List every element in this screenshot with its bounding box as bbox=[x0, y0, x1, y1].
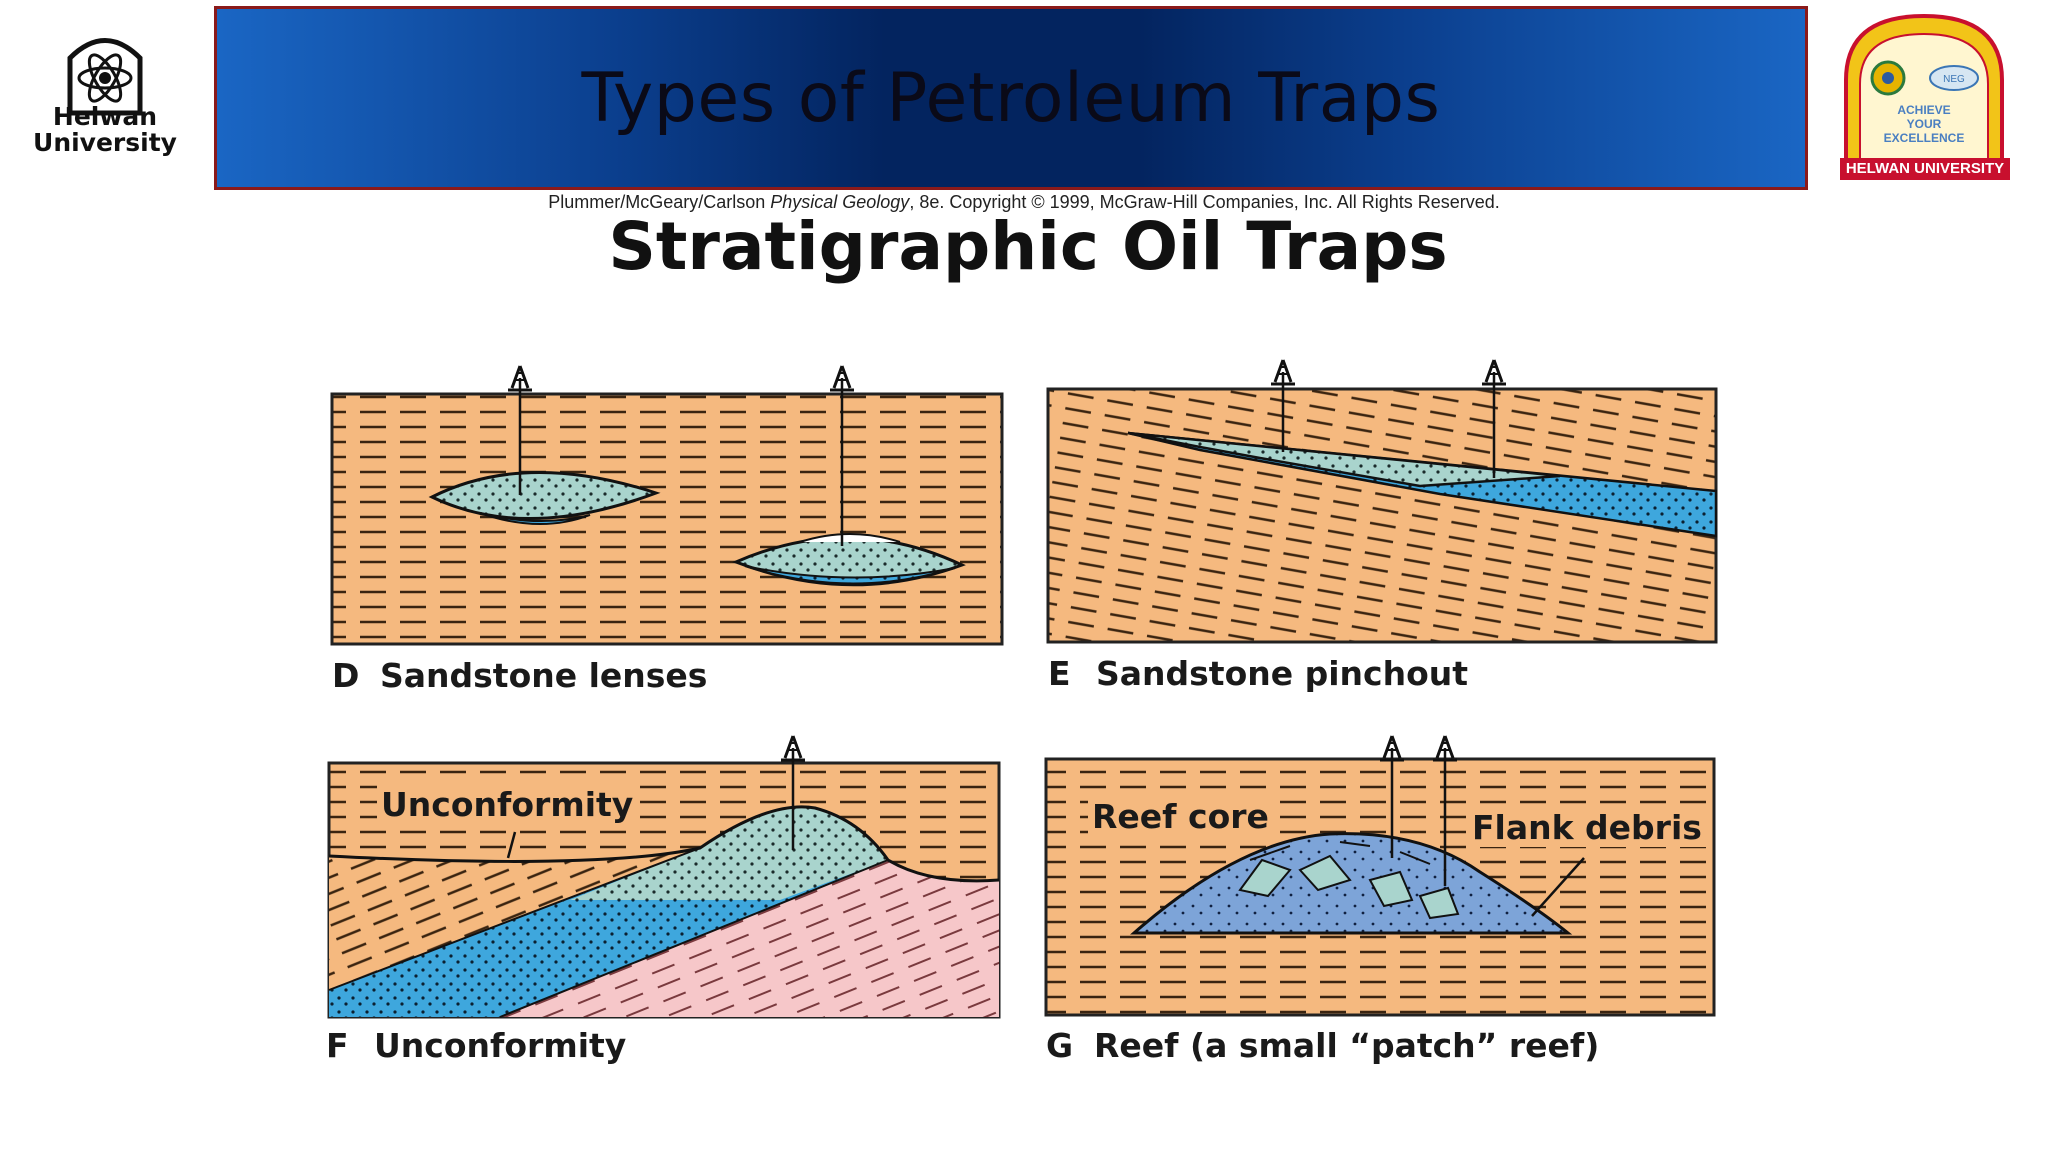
copyright-book-title: Physical Geology bbox=[770, 192, 910, 212]
panel-title: Sandstone pinchout bbox=[1096, 654, 1469, 693]
helwan-university-logo bbox=[67, 38, 143, 116]
panel-letter: F bbox=[326, 1026, 349, 1065]
panel-g-label: G Reef (a small “patch” reef) bbox=[1046, 1026, 1599, 1065]
reef-mound bbox=[1130, 832, 1573, 935]
panel-letter: D bbox=[332, 656, 360, 695]
helwan-university-wordmark: Helwan University bbox=[20, 104, 190, 156]
panel-f-unconformity bbox=[327, 734, 1001, 1019]
panel-title: Reef (a small “patch” reef) bbox=[1094, 1026, 1600, 1065]
motto-line-2: YOUR bbox=[1907, 117, 1942, 131]
panel-f-label: F Unconformity bbox=[326, 1026, 626, 1065]
basement-rock bbox=[500, 860, 999, 1017]
logo-line-2: University bbox=[33, 128, 177, 157]
panel-d-label: D Sandstone lenses bbox=[332, 656, 707, 695]
figure-copyright: Plummer/McGeary/Carlson Physical Geology… bbox=[0, 192, 2048, 213]
neg-badge-text: NEG bbox=[1943, 74, 1965, 85]
upper-lens-water bbox=[479, 512, 591, 526]
lower-lens-water bbox=[744, 565, 956, 585]
unconformity-annotation: Unconformity bbox=[377, 785, 638, 824]
panel-letter: G bbox=[1046, 1026, 1074, 1065]
panel-g-reef bbox=[1044, 734, 1716, 1017]
flank-debris-annotation: Flank debris bbox=[1468, 808, 1706, 847]
aapg-seg-chapter-logo: NEG ACHIEVE YOUR EXCELLENCE bbox=[1844, 13, 2004, 177]
panel-letter: E bbox=[1048, 654, 1071, 693]
logo-line-1: Helwan bbox=[52, 102, 158, 131]
figure-heading: Stratigraphic Oil Traps bbox=[608, 208, 1448, 285]
unconformity-oil-sand bbox=[570, 806, 888, 900]
lower-lens-gas-cap bbox=[799, 533, 901, 543]
slide-title: Types of Petroleum Traps bbox=[581, 58, 1441, 138]
motto-line-1: ACHIEVE bbox=[1897, 103, 1950, 117]
reef-core-annotation: Reef core bbox=[1088, 797, 1273, 836]
title-banner: Types of Petroleum Traps bbox=[214, 6, 1808, 190]
copyright-notice: , 8e. Copyright © 1999, McGraw-Hill Comp… bbox=[909, 192, 1500, 212]
panel-e-label: E Sandstone pinchout bbox=[1048, 654, 1468, 693]
panel-d-sandstone-lenses bbox=[330, 364, 1004, 646]
panel-e-sandstone-pinchout bbox=[1046, 358, 1718, 644]
panel-title: Sandstone lenses bbox=[380, 656, 708, 695]
motto-line-3: EXCELLENCE bbox=[1884, 131, 1965, 145]
helwan-university-banner: HELWAN UNIVERSITY bbox=[1840, 158, 2010, 180]
copyright-authors: Plummer/McGeary/Carlson bbox=[548, 192, 771, 212]
panel-title: Unconformity bbox=[374, 1026, 627, 1065]
pinchout-oil-sand bbox=[1127, 431, 1561, 488]
